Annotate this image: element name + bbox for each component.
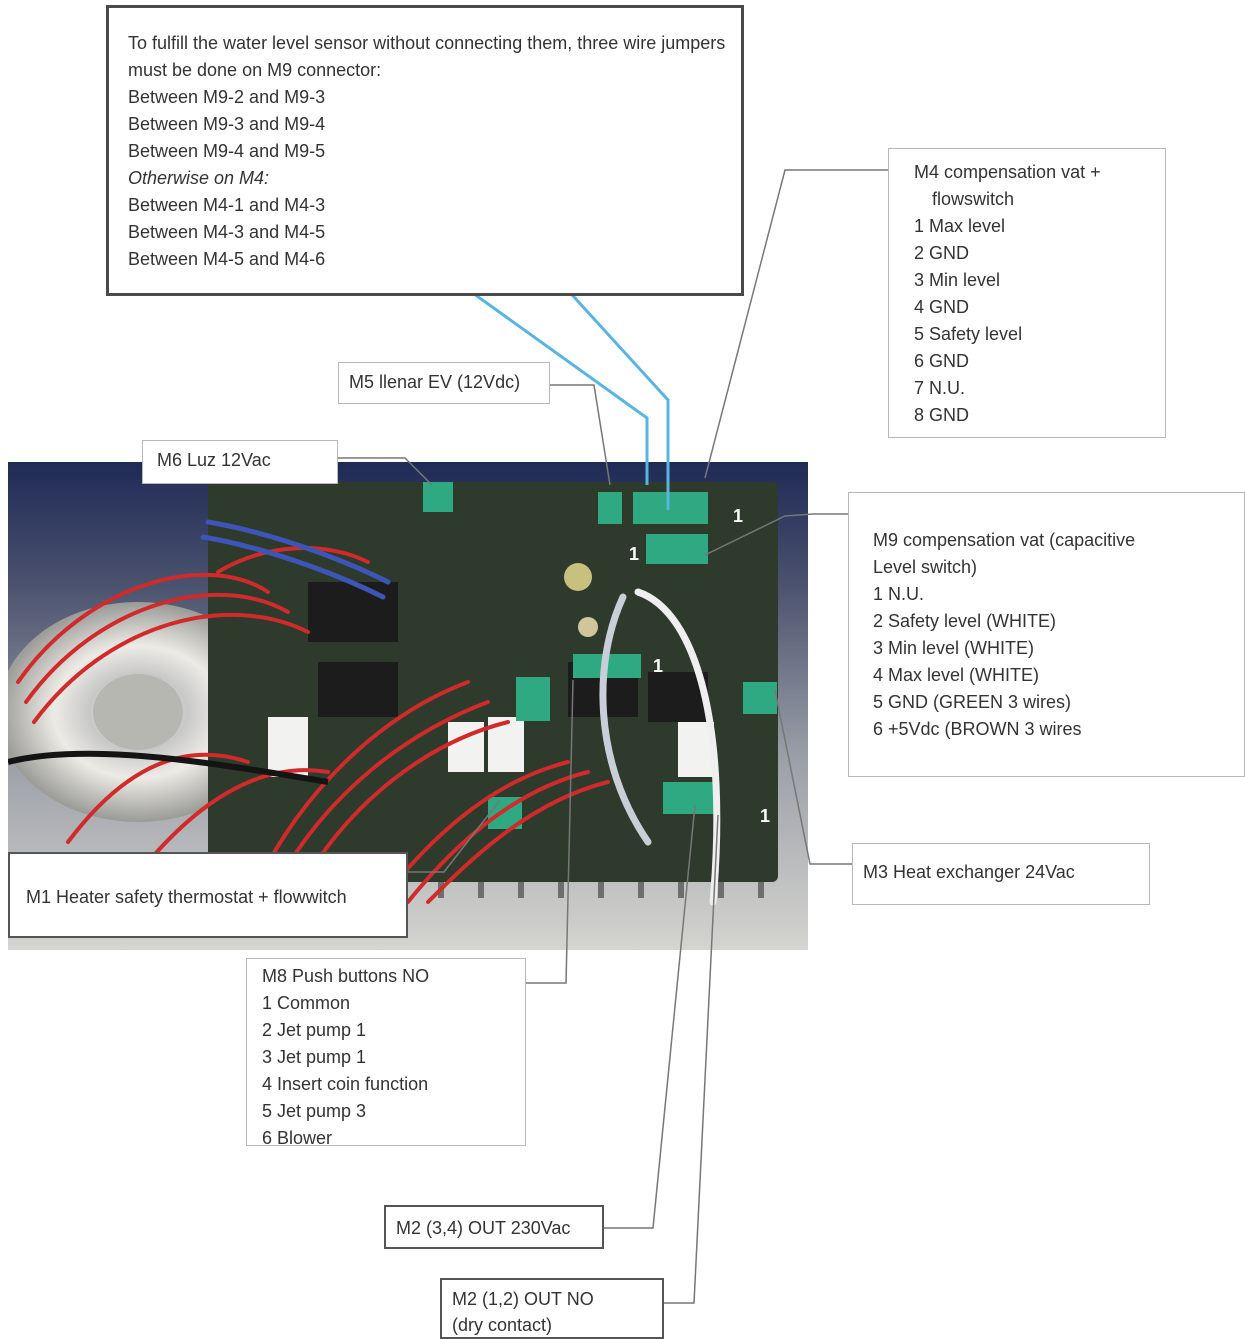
m9-pin: 2 Safety level (WHITE): [873, 611, 1057, 631]
terminal-m2: [663, 782, 718, 814]
m2-dry-connector-box: M2 (1,2) OUT NO (dry contact): [440, 1278, 664, 1339]
blue-wires: [200, 519, 391, 600]
m9-pin: 6 +5Vdc (BROWN 3 wires: [873, 719, 1082, 739]
pin-one-mark-m4: 1: [733, 506, 743, 526]
jumper-m4-line: Between M4-3 and M4-5: [128, 222, 326, 242]
m9-title: M9 compensation vat (capacitive: [873, 530, 1136, 550]
terminal-m4: [633, 492, 708, 524]
capacitor-small: [578, 617, 598, 637]
m9-title-cont: Level switch): [873, 557, 978, 577]
m3-label: M3 Heat exchanger 24Vac: [863, 862, 1075, 882]
m9-pin: 3 Min level (WHITE): [873, 638, 1035, 658]
m8-pin: 3 Jet pump 1: [262, 1047, 367, 1067]
m8-pin: 2 Jet pump 1: [262, 1020, 367, 1040]
m8-title: M8 Push buttons NO: [262, 966, 430, 986]
pin-one-mark-m9: 1: [629, 544, 639, 564]
m4-pin: 7 N.U.: [914, 378, 966, 398]
m3-connector-box: M3 Heat exchanger 24Vac: [852, 843, 1150, 905]
jumper-m9-line: Between M9-2 and M9-3: [128, 87, 326, 107]
terminal-m6: [423, 482, 453, 512]
m4-pin: 6 GND: [914, 351, 970, 371]
m9-pin: 4 Max level (WHITE): [873, 665, 1040, 685]
m4-pin: 3 Min level: [914, 270, 1001, 290]
jumper-intro: To fulfill the water level sensor withou…: [128, 33, 726, 80]
m4-title-cont: flowswitch: [932, 189, 1015, 209]
pin-one-mark-m2: 1: [760, 806, 770, 826]
m8-pin: 4 Insert coin function: [262, 1074, 429, 1094]
m5-connector-box: M5 llenar EV (12Vdc): [338, 362, 550, 404]
terminal-m5: [598, 492, 622, 524]
m8-pin: 6 Blower: [262, 1128, 333, 1148]
terminal-m3: [743, 682, 777, 714]
jumper-instructions-box: To fulfill the water level sensor withou…: [106, 5, 744, 296]
m2-dry-label: M2 (1,2) OUT NO: [452, 1289, 594, 1309]
terminal-aux: [516, 677, 550, 721]
transformer-core: [93, 674, 183, 750]
m2-dry-label-cont: (dry contact): [452, 1315, 553, 1335]
m1-label: M1 Heater safety thermostat + flowwitch: [26, 887, 347, 907]
jumper-m4-line: Between M4-1 and M4-3: [128, 195, 326, 215]
jumper-m9-line: Between M9-4 and M9-5: [128, 141, 326, 161]
pin-one-mark-m8: 1: [653, 656, 663, 676]
terminal-m9: [646, 534, 708, 564]
m4-pin: 5 Safety level: [914, 324, 1023, 344]
m8-connector-box: M8 Push buttons NO 1 Common 2 Jet pump 1…: [246, 958, 526, 1148]
m9-pin: 5 GND (GREEN 3 wires): [873, 692, 1072, 712]
m9-connector-box: M9 compensation vat (capacitive Level sw…: [848, 492, 1245, 777]
m4-pin: 4 GND: [914, 297, 970, 317]
m4-pin: 1 Max level: [914, 216, 1006, 236]
m6-label: M6 Luz 12Vac: [157, 450, 271, 470]
jumper-m9-line: Between M9-3 and M9-4: [128, 114, 326, 134]
black-cable: [8, 750, 329, 785]
m8-pin: 5 Jet pump 3: [262, 1101, 367, 1121]
m5-label: M5 llenar EV (12Vdc): [349, 372, 521, 392]
m2-out-label: M2 (3,4) OUT 230Vac: [396, 1218, 571, 1238]
m8-pin: 1 Common: [262, 993, 351, 1013]
m6-connector-box: M6 Luz 12Vac: [142, 440, 338, 484]
m4-title: M4 compensation vat +: [914, 162, 1101, 182]
m4-connector-box: M4 compensation vat + flowswitch 1 Max l…: [888, 148, 1166, 438]
jumper-m4-line: Between M4-5 and M4-6: [128, 249, 326, 269]
m9-pin: 1 N.U.: [873, 584, 925, 604]
relay-blocks: [268, 717, 714, 777]
m4-pin: 8 GND: [914, 405, 970, 425]
m4-pin: 2 GND: [914, 243, 970, 263]
relays: [308, 582, 708, 722]
m2-out-connector-box: M2 (3,4) OUT 230Vac: [384, 1205, 604, 1249]
capacitor: [564, 563, 592, 591]
m1-connector-box: M1 Heater safety thermostat + flowwitch: [8, 852, 408, 938]
jumper-otherwise: Otherwise on M4:: [128, 168, 270, 188]
